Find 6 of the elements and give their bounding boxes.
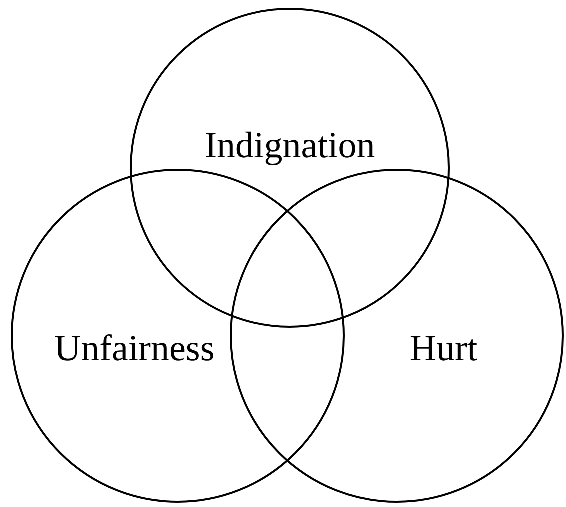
venn-circle <box>11 169 345 503</box>
circle-label: Hurt <box>410 328 478 371</box>
circle-label: Unfairness <box>54 328 215 371</box>
venn-circle <box>230 169 564 503</box>
circle-label: Indignation <box>204 124 376 168</box>
venn-circle <box>130 8 450 328</box>
